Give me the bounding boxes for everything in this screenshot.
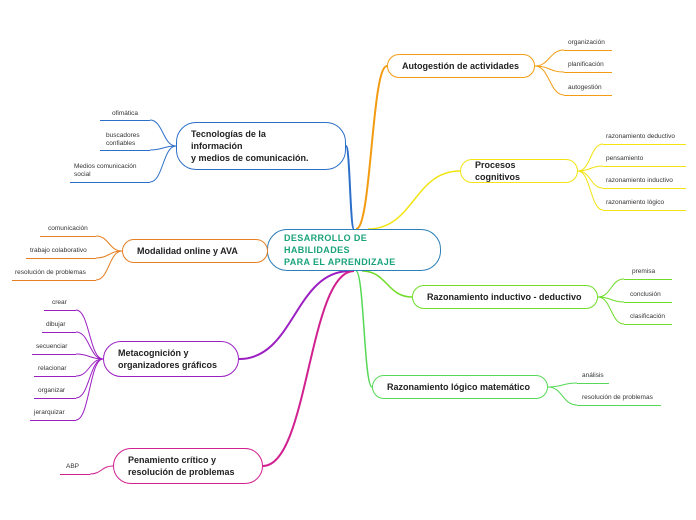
leaf-underline [624, 302, 672, 303]
topic-procesos-cognitivos[interactable]: Procesos cognitivos [460, 159, 578, 183]
connector-leaf [547, 382, 578, 388]
connector-pensamiento [262, 270, 355, 467]
central-topic[interactable]: DESARROLLO DE HABILIDADES PARA EL APREND… [267, 229, 441, 271]
topic-autogestion-label: Autogestión de actividades [402, 61, 520, 71]
connector-leaf [577, 143, 604, 172]
leaf-pensamiento[interactable]: pensamiento [606, 155, 644, 162]
leaf-organizacion[interactable]: organización [568, 39, 605, 46]
connector-leaf [149, 145, 177, 151]
connector-razonamiento-lm [355, 270, 373, 388]
leaf-resolucion-problemas-rlm[interactable]: resolución de problemas [582, 394, 653, 401]
connector-metacognicion [238, 270, 351, 360]
leaf-underline [34, 398, 76, 399]
leaf-underline [624, 279, 672, 280]
leaf-dibujar[interactable]: dibujar [46, 321, 66, 328]
connector-leaf [75, 358, 104, 421]
leaf-comunicacion[interactable]: comunicación [48, 225, 88, 232]
leaf-underline [12, 280, 96, 281]
connector-leaf [577, 170, 604, 211]
leaf-underline [564, 72, 612, 73]
connector-razonamiento-id [361, 270, 413, 298]
leaf-crear[interactable]: crear [52, 299, 67, 306]
leaf-underline [603, 210, 686, 211]
leaf-conclusion[interactable]: conclusión [630, 291, 661, 298]
connector-leaf [75, 309, 104, 360]
leaf-underline [577, 383, 609, 384]
connector-autogestion [355, 65, 388, 230]
connector-leaf [75, 358, 104, 399]
connector-leaf [534, 65, 565, 96]
topic-autogestion[interactable]: Autogestión de actividades [387, 54, 535, 78]
connector-leaf [95, 235, 123, 252]
connector-leaf [149, 119, 177, 147]
leaf-jerarquizar[interactable]: jerarquizar [34, 409, 65, 416]
connector-tecnologias [345, 145, 355, 230]
leaf-secuenciar[interactable]: secuenciar [36, 343, 68, 350]
leaf-underline [603, 188, 686, 189]
leaf-underline [40, 236, 96, 237]
leaf-underline [42, 332, 76, 333]
leaf-resolucion-problemas-mod[interactable]: resolución de problemas [15, 269, 86, 276]
leaf-underline [32, 354, 76, 355]
topic-razonamiento-id-label: Razonamiento inductivo - deductivo [427, 292, 582, 302]
leaf-underline [30, 420, 76, 421]
connector-leaf [547, 386, 578, 406]
topic-procesos-label: Procesos cognitivos [475, 160, 521, 182]
topic-tecnologias[interactable]: Tecnologías de la información y medios d… [176, 122, 346, 170]
connector-procesos [367, 170, 461, 230]
topic-pensamiento-critico[interactable]: Penamiento crítico y resolución de probl… [113, 448, 263, 484]
topic-modalidad-label: Modalidad online y AVA [137, 246, 238, 256]
leaf-underline [44, 310, 76, 311]
leaf-underline [26, 258, 96, 259]
leaf-abp[interactable]: ABP [66, 463, 80, 470]
topic-razonamiento-inductivo-deductivo[interactable]: Razonamiento inductivo - deductivo [412, 285, 598, 309]
connector-leaf [95, 250, 123, 281]
leaf-autogestion[interactable]: autogestión [568, 84, 602, 91]
leaf-buscadores-confiables[interactable]: buscadores confiables [106, 132, 140, 147]
leaf-planificacion[interactable]: planificación [568, 61, 604, 68]
leaf-underline [34, 376, 76, 377]
leaf-razonamiento-deductivo[interactable]: razonamiento deductivo [606, 133, 676, 140]
connector-leaf [577, 170, 604, 189]
leaf-medios-comunicacion-social[interactable]: Medios comunicación social [74, 163, 137, 178]
connector-leaf [149, 145, 177, 183]
connector-leaf [597, 278, 625, 298]
leaf-clasificacion[interactable]: clasificación [630, 313, 666, 320]
connector-leaf [534, 49, 565, 67]
connector-leaf [597, 296, 625, 325]
topic-razonamiento-logico-matematico[interactable]: Razonamiento lógico matemático [372, 375, 548, 399]
leaf-organizar[interactable]: organizar [38, 387, 66, 394]
leaf-underline [60, 474, 90, 475]
topic-metacognicion-label: Metacognición y organizadores gráficos [118, 348, 218, 370]
leaf-underline [100, 120, 150, 121]
leaf-underline [577, 405, 661, 406]
leaf-underline [603, 144, 686, 145]
topic-metacognicion[interactable]: Metacognición y organizadores gráficos [103, 341, 239, 377]
leaf-underline [70, 182, 150, 183]
leaf-underline [624, 324, 672, 325]
topic-razonamiento-lm-label: Razonamiento lógico matemático [387, 382, 531, 392]
leaf-trabajo-colaborativo[interactable]: trabajo colaborativo [30, 247, 87, 254]
connector-leaf [89, 465, 114, 475]
central-topic-label: DESARROLLO DE HABILIDADES PARA EL APREND… [284, 233, 396, 267]
topic-pensamiento-label: Penamiento crítico y resolución de probl… [128, 455, 235, 477]
topic-modalidad[interactable]: Modalidad online y AVA [122, 239, 268, 263]
leaf-underline [564, 50, 612, 51]
leaf-razonamiento-logico[interactable]: razonamiento lógico [606, 199, 665, 206]
leaf-underline [603, 166, 686, 167]
leaf-premisa[interactable]: premisa [632, 268, 656, 275]
leaf-razonamiento-inductivo[interactable]: razonamiento inductivo [606, 177, 673, 184]
topic-tecnologias-label: Tecnologías de la información y medios d… [191, 129, 309, 163]
leaf-underline [100, 150, 150, 151]
leaf-underline [564, 95, 612, 96]
connector-leaf [75, 331, 104, 360]
leaf-ofimatica[interactable]: ofimática [112, 110, 139, 117]
leaf-relacionar[interactable]: relacionar [38, 365, 67, 372]
leaf-analisis[interactable]: análisis [582, 372, 604, 379]
